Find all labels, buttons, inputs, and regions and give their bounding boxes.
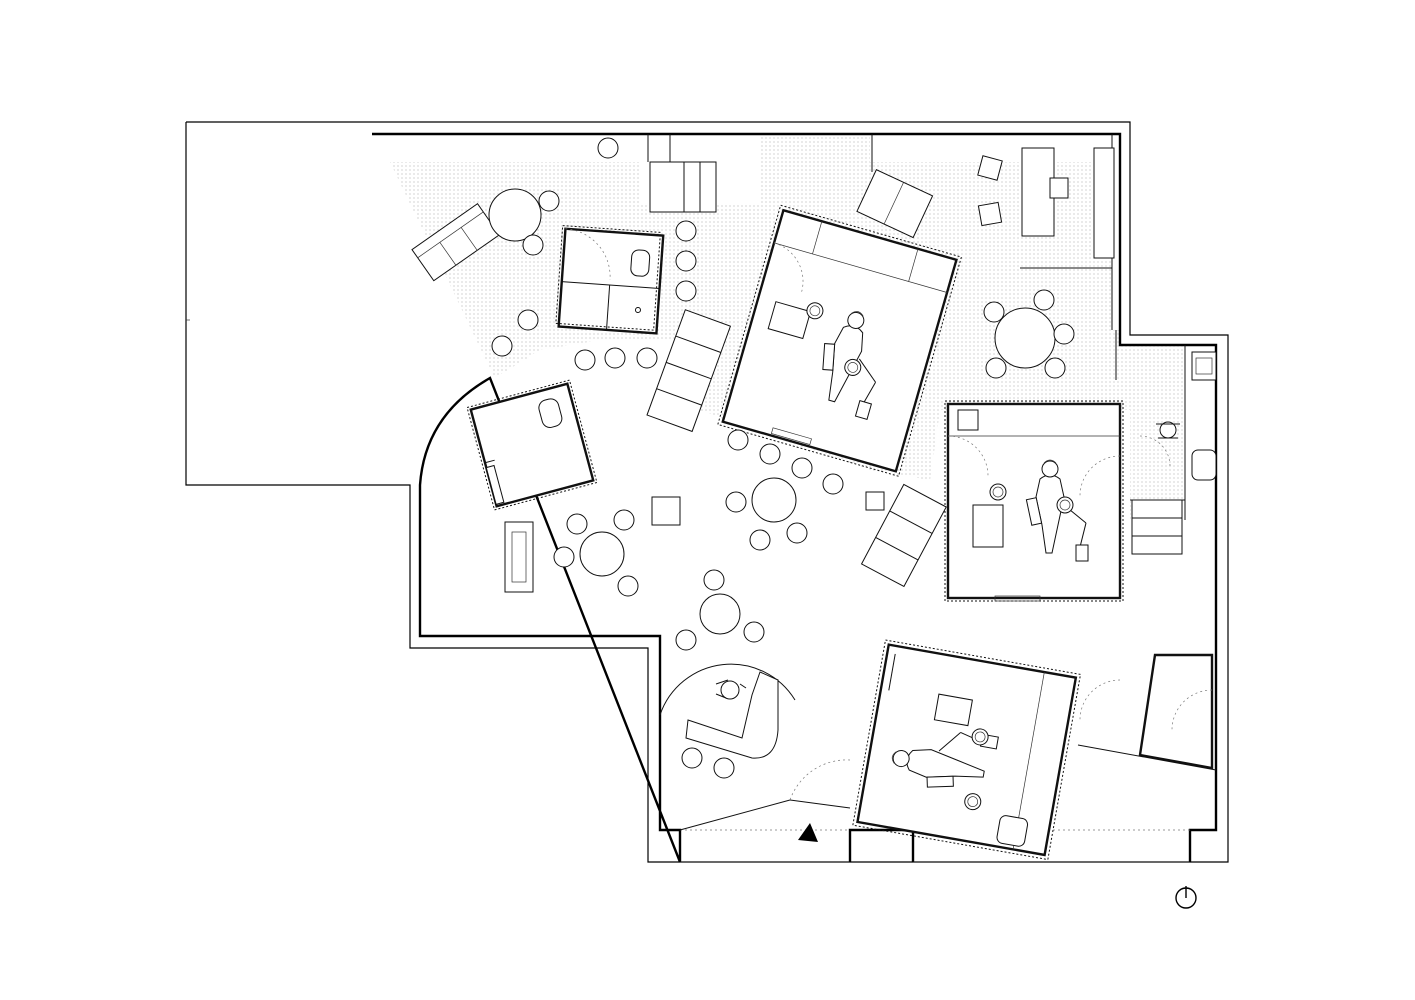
treatment-room-3 [852, 639, 1082, 861]
outer-walls [185, 121, 1229, 863]
round-tables [488, 188, 1075, 779]
reception-desk [659, 663, 796, 759]
office-chair [1156, 421, 1180, 439]
toilet-room-1 [555, 225, 665, 335]
stairs [646, 161, 1183, 588]
furniture [411, 137, 1217, 593]
entrance-arrow-icon [798, 823, 818, 842]
treatment-room-1 [717, 204, 963, 477]
door-swings [789, 435, 1171, 801]
treatment-room-2 [944, 400, 1124, 602]
north-arrow-icon [1175, 886, 1197, 909]
toilet-room-2 [466, 379, 598, 511]
storage-room [1138, 653, 1214, 770]
